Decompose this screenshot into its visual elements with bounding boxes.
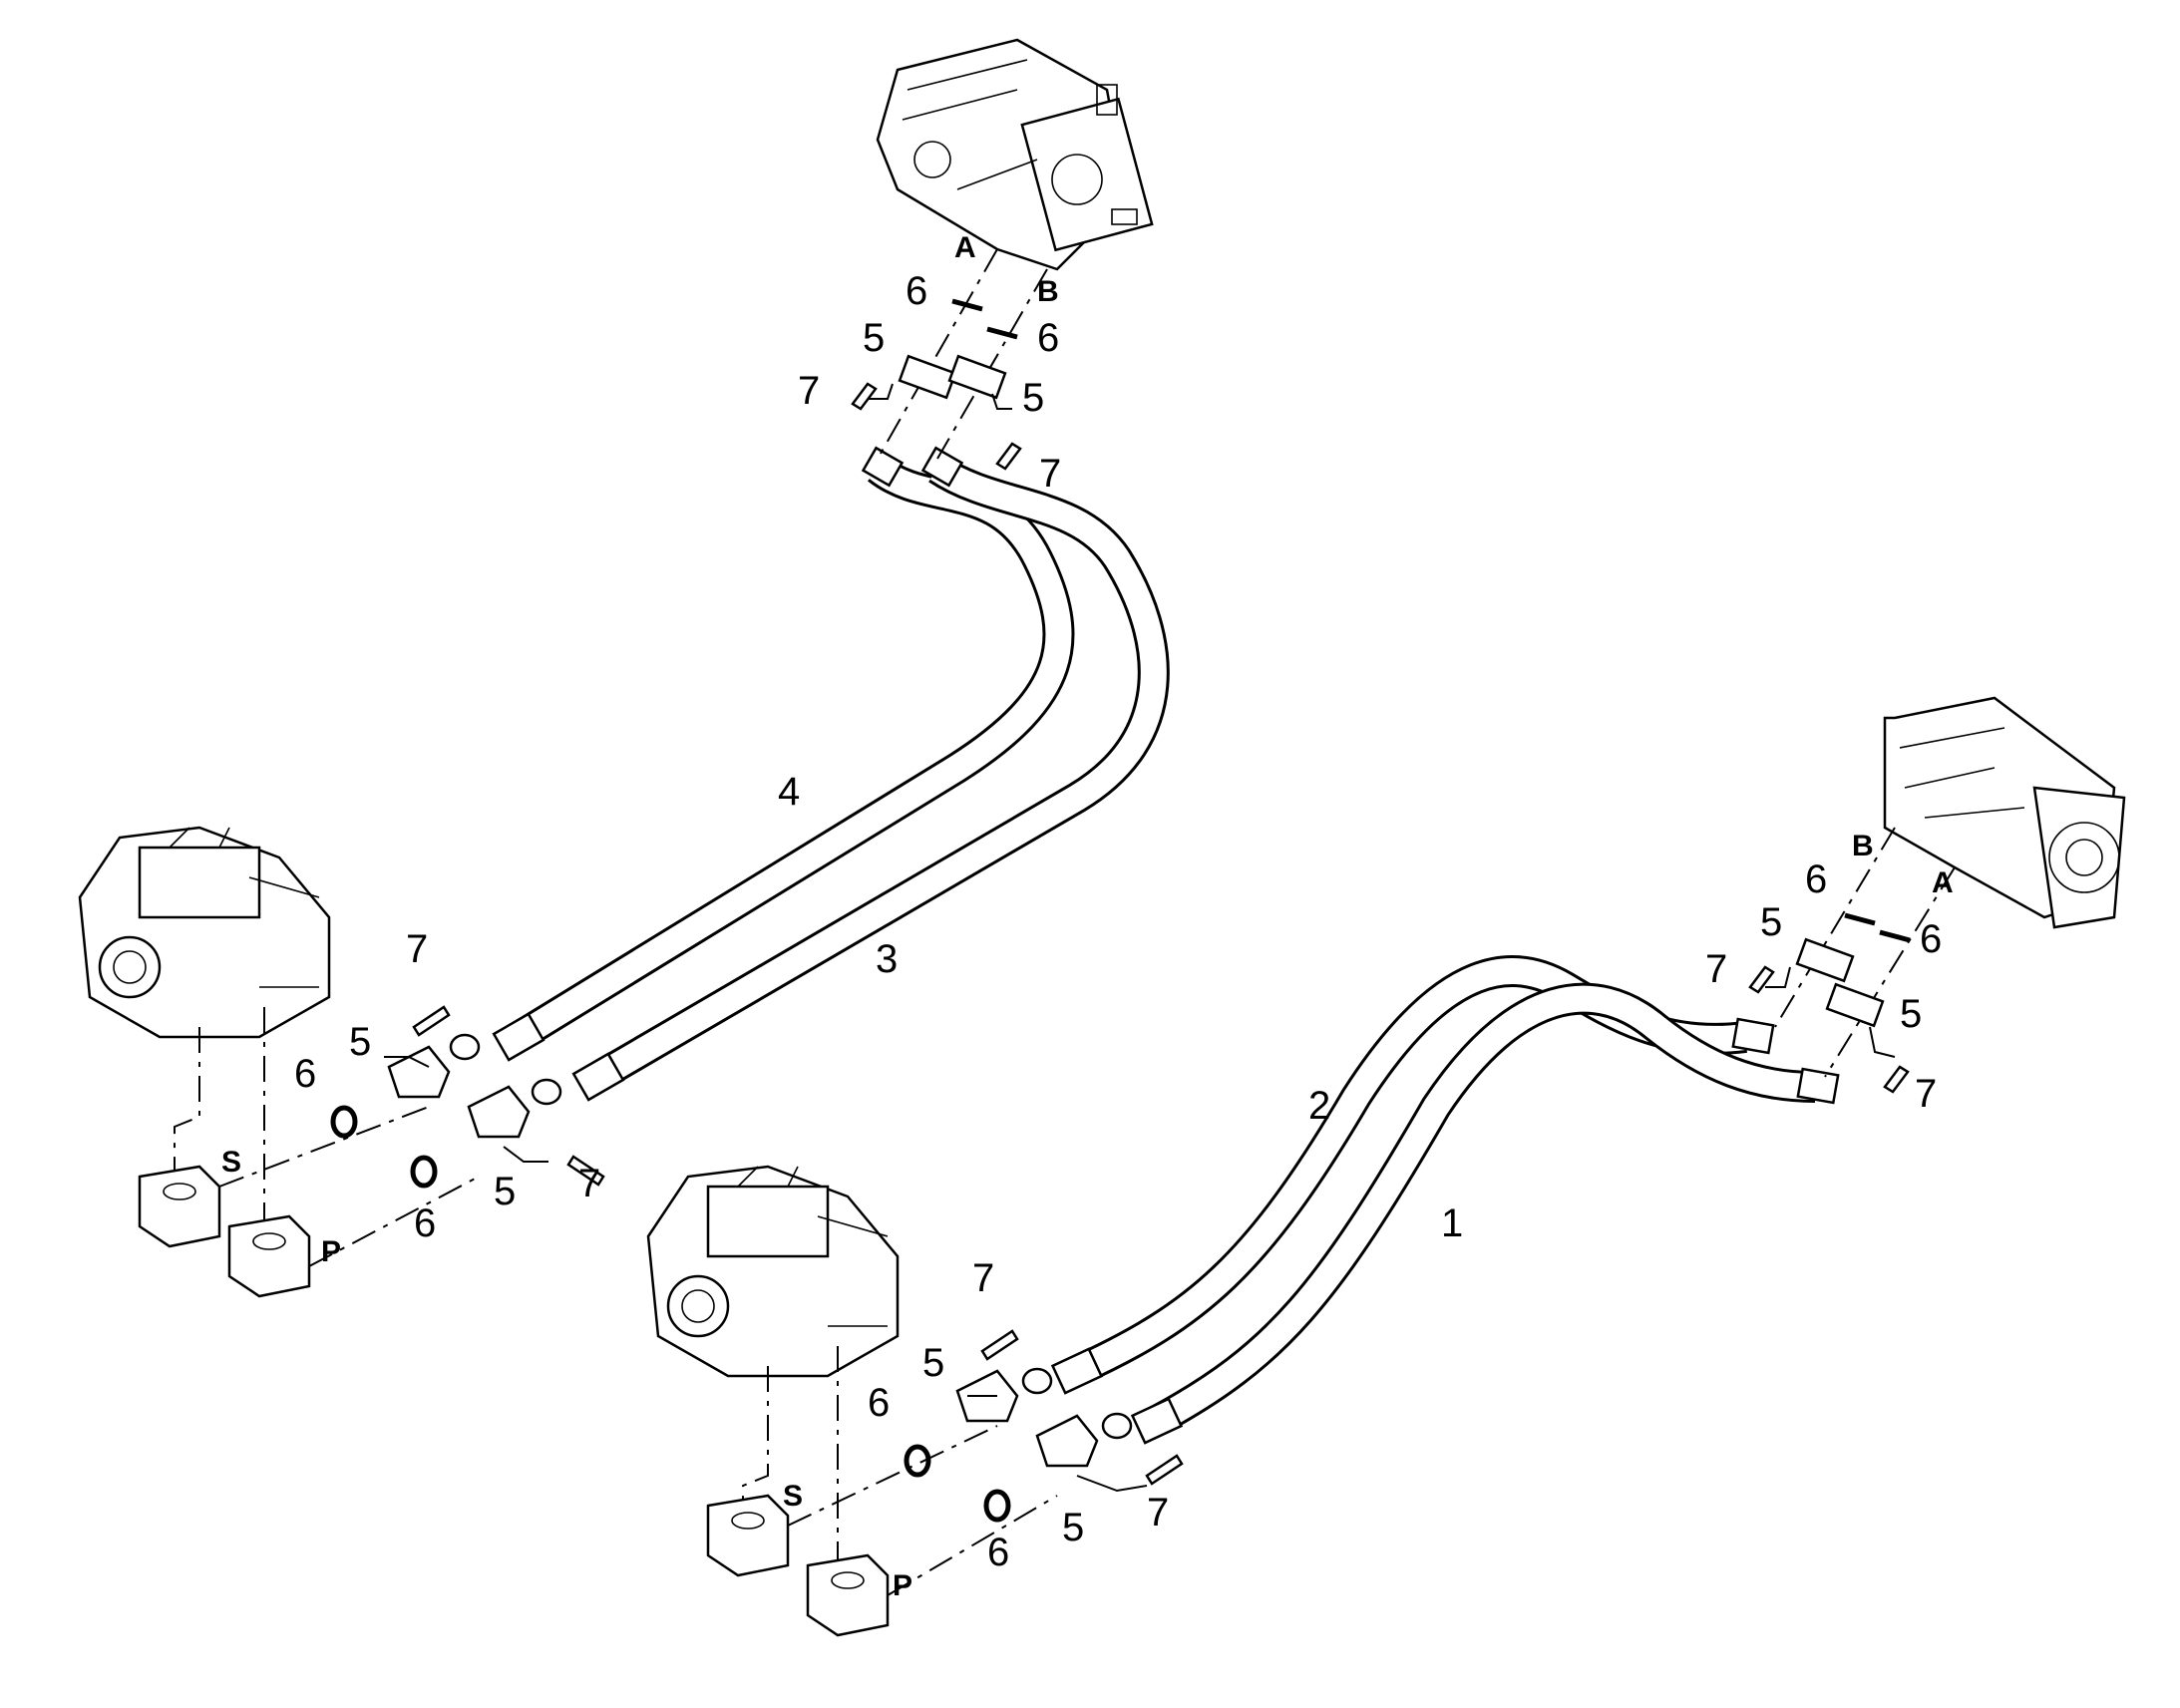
- callout-hose-1: 1: [1441, 1201, 1463, 1245]
- port-label-right-a: A: [1932, 866, 1954, 899]
- left-suction-block: [138, 1165, 221, 1248]
- hose-4: [510, 456, 1075, 1051]
- callout-oring-right-lower: 6: [1920, 917, 1942, 961]
- callout-bolt-center-lower: 7: [1147, 1491, 1169, 1535]
- callout-clamp-top-right: 5: [1022, 376, 1044, 420]
- hose-fittings: [449, 446, 1840, 1445]
- callout-bolt-top-left: 7: [798, 369, 820, 413]
- port-label-center-s: S: [783, 1480, 803, 1513]
- port-label-left-s: S: [221, 1146, 241, 1179]
- callout-clamp-center-upper: 5: [922, 1341, 944, 1385]
- callout-clamp-center-lower: 5: [1062, 1506, 1084, 1549]
- right-hydraulic-motor: [1883, 696, 2126, 929]
- port-label-center-p: P: [893, 1569, 912, 1602]
- port-label-right-b: B: [1852, 830, 1874, 862]
- center-pressure-block: [806, 1553, 890, 1637]
- callout-numbers: 1 2 3 4 5 5 5 5 5 5 5 5 6 6 6 6 6 6 6 6 …: [294, 269, 1942, 1574]
- callout-clamp-top-left: 5: [863, 316, 885, 360]
- callout-hose-4: 4: [778, 770, 800, 814]
- callout-oring-right-upper: 6: [1805, 857, 1827, 901]
- port-label-left-p: P: [321, 1235, 341, 1268]
- callout-oring-top-left: 6: [906, 269, 927, 313]
- port-labels: A B B A S P S P: [221, 231, 1954, 1602]
- callout-bolt-right-upper: 7: [1705, 947, 1727, 991]
- callout-hose-3: 3: [876, 937, 898, 981]
- o-rings: [330, 298, 1911, 1523]
- left-pressure-block: [227, 1214, 311, 1298]
- left-hydraulic-pump: [78, 826, 331, 1039]
- port-label-top-b: B: [1037, 275, 1059, 308]
- callout-clamp-right-lower: 5: [1900, 992, 1922, 1036]
- callout-clamp-left-upper: 5: [349, 1020, 371, 1064]
- bolts: [412, 382, 1910, 1486]
- callout-clamp-right-upper: 5: [1760, 900, 1782, 944]
- callout-oring-center-lower: 6: [987, 1531, 1009, 1574]
- callout-bolt-left-lower: 7: [578, 1162, 600, 1205]
- callout-bolt-right-lower: 7: [1915, 1072, 1937, 1116]
- callout-oring-center-upper: 6: [868, 1381, 890, 1425]
- center-hydraulic-pump: [646, 1165, 900, 1378]
- callout-oring-left-upper: 6: [294, 1052, 316, 1096]
- callout-oring-top-right: 6: [1037, 316, 1059, 360]
- top-hydraulic-motor: [876, 38, 1154, 271]
- callout-bolt-center-upper: 7: [972, 1256, 994, 1300]
- hose-1: [1149, 982, 1816, 1436]
- assembly-centerlines: [174, 248, 1956, 1596]
- callout-bolt-top-right: 7: [1039, 452, 1061, 496]
- hose-3: [589, 455, 1170, 1091]
- port-label-top-a: A: [954, 231, 976, 264]
- center-suction-block: [706, 1494, 790, 1577]
- callout-hose-2: 2: [1308, 1084, 1330, 1128]
- callout-bolt-left-upper: 7: [406, 927, 428, 971]
- callout-oring-left-lower: 6: [414, 1201, 436, 1245]
- split-flange-clamps: [387, 354, 1885, 1468]
- callout-clamp-left-lower: 5: [494, 1170, 516, 1213]
- callout-leaders: [384, 383, 1896, 1493]
